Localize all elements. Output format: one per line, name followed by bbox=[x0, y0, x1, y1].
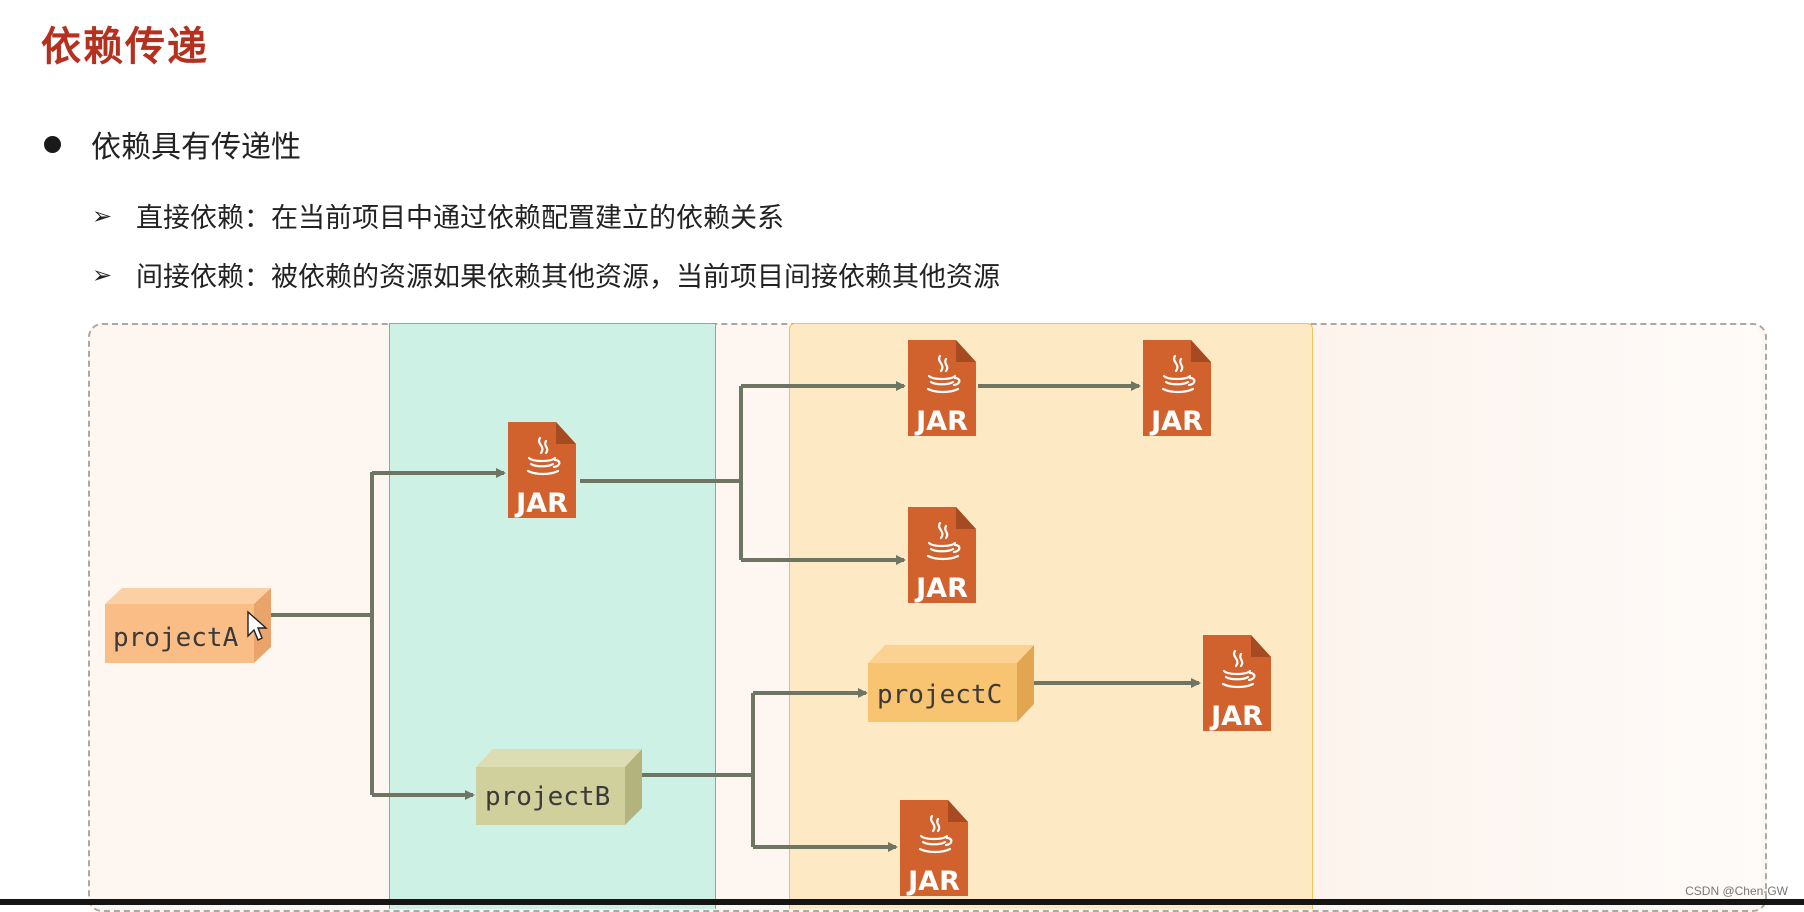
bullet-dot-icon bbox=[44, 135, 61, 153]
jar-label: JAR bbox=[514, 488, 568, 519]
jar-label: JAR bbox=[906, 866, 960, 897]
jar-label: JAR bbox=[1209, 701, 1263, 732]
bottom-bar bbox=[0, 899, 1804, 905]
jar-label: JAR bbox=[1149, 406, 1203, 437]
jar-file-icon: JAR bbox=[898, 798, 970, 898]
bullet-text: 依赖具有传递性 bbox=[91, 130, 301, 165]
jar-file-icon: JAR bbox=[1201, 633, 1273, 733]
arrow-marker-icon: ➢ bbox=[92, 201, 113, 230]
jar-label: JAR bbox=[914, 406, 968, 437]
diagram-right-area bbox=[1311, 325, 1761, 905]
jar-file-icon: JAR bbox=[1141, 338, 1213, 438]
project-a-box: projectA bbox=[105, 588, 271, 663]
jar-file-icon: JAR bbox=[506, 420, 578, 520]
watermark: CSDN @Chen-GW bbox=[1685, 884, 1788, 898]
sub-point-indirect: ➢ 间接依赖：被依赖的资源如果依赖其他资源，当前项目间接依赖其他资源 bbox=[92, 255, 1000, 294]
project-c-label: projectC bbox=[877, 680, 1002, 710]
connector-lines bbox=[271, 381, 1201, 852]
jar-file-icon: JAR bbox=[906, 338, 978, 438]
mouse-cursor-icon bbox=[247, 610, 268, 641]
jar-label: JAR bbox=[914, 573, 968, 604]
bullet-item: 依赖具有传递性 bbox=[44, 122, 301, 166]
indirect-dependency-zone bbox=[789, 323, 1313, 909]
jar-file-icon: JAR bbox=[906, 505, 978, 605]
project-b-label: projectB bbox=[485, 782, 610, 812]
project-c-box: projectC bbox=[868, 645, 1034, 722]
project-b-box: projectB bbox=[476, 749, 642, 825]
page-title: 依赖传递 bbox=[41, 24, 209, 70]
sub-point-text: 间接依赖：被依赖的资源如果依赖其他资源，当前项目间接依赖其他资源 bbox=[136, 262, 1000, 293]
sub-point-direct: ➢ 直接依赖：在当前项目中通过依赖配置建立的依赖关系 bbox=[92, 196, 784, 235]
sub-point-text: 直接依赖：在当前项目中通过依赖配置建立的依赖关系 bbox=[136, 203, 784, 234]
project-a-label: projectA bbox=[113, 623, 239, 653]
arrow-marker-icon: ➢ bbox=[92, 260, 113, 289]
